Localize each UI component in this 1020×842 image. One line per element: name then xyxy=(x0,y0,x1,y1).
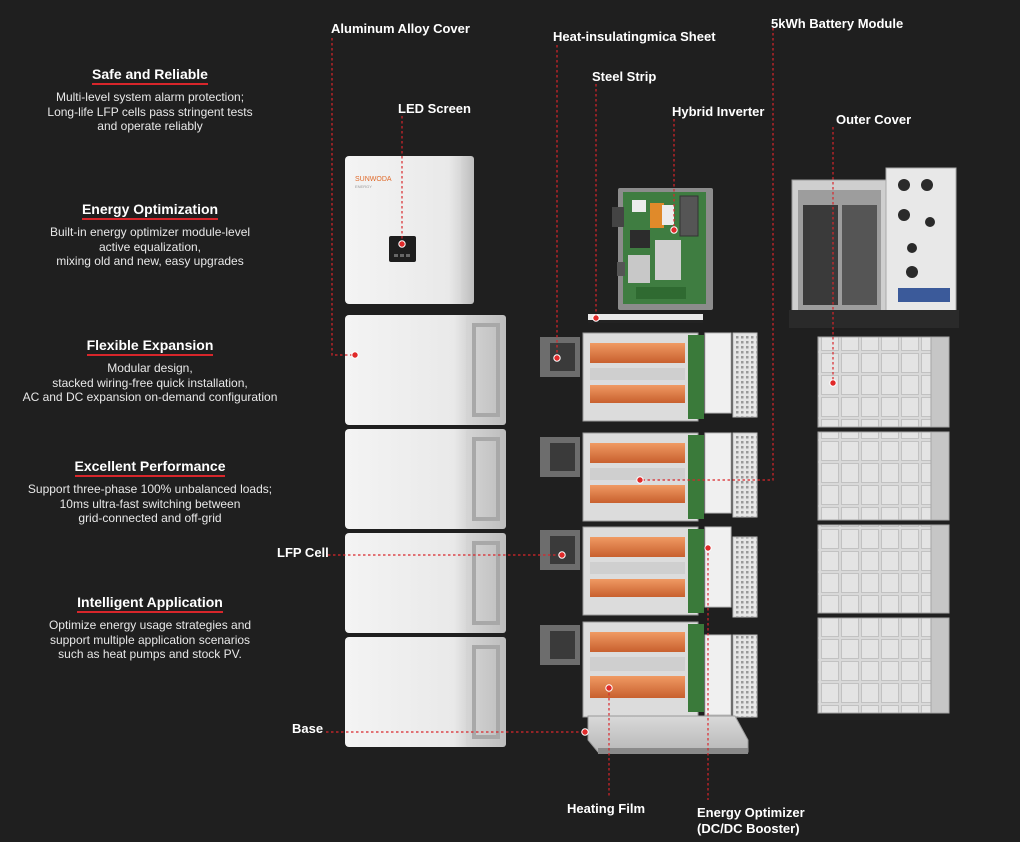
feature-title: Flexible Expansion xyxy=(86,337,214,356)
feature-text: Modular design, stacked wiring-free quic… xyxy=(22,361,278,404)
feature-text: Built-in energy optimizer module-level a… xyxy=(49,225,251,268)
label-base: Base xyxy=(292,721,324,736)
feature-title: Excellent Performance xyxy=(74,458,226,477)
feature-text: Optimize energy usage strategies and sup… xyxy=(48,618,252,661)
label-aluminum-alloy-cover: Aluminum Alloy Cover xyxy=(331,21,470,36)
feature-title: Intelligent Application xyxy=(77,594,223,613)
inverter-outer-cover xyxy=(789,167,959,328)
feature-flexible-expansion: Flexible Expansion Modular design, stack… xyxy=(0,337,300,405)
label-hybrid-inverter: Hybrid Inverter xyxy=(672,104,765,119)
leader-lines xyxy=(326,28,834,800)
label-mica-sheet: Heat-insulatingmica Sheet xyxy=(553,29,716,44)
label-outer-cover: Outer Cover xyxy=(836,112,912,127)
hybrid-inverter-board xyxy=(612,188,713,310)
label-lfp-cell: LFP Cell xyxy=(277,545,329,560)
steel-strip xyxy=(588,314,703,323)
label-heating-film: Heating Film xyxy=(567,801,646,816)
label-energy-optimizer: Energy Optimizer (DC/DC Booster) xyxy=(697,805,805,836)
feature-energy-optimization: Energy Optimization Built-in energy opti… xyxy=(0,201,300,269)
feature-title: Energy Optimization xyxy=(81,201,219,220)
base-tray xyxy=(587,715,749,754)
feature-intelligent-application: Intelligent Application Optimize energy … xyxy=(0,594,300,662)
brand-logo: SUNWODA xyxy=(355,176,392,183)
svg-text:ENERGY: ENERGY xyxy=(355,184,372,189)
battery-modules-exploded xyxy=(540,332,758,718)
feature-safe-reliable: Safe and Reliable Multi-level system ala… xyxy=(0,66,300,134)
label-led-screen: LED Screen xyxy=(398,101,471,116)
label-steel-strip: Steel Strip xyxy=(592,69,657,84)
callout-dots xyxy=(351,226,837,736)
feature-excellent-performance: Excellent Performance Support three-phas… xyxy=(0,458,300,526)
battery-stack-assembled xyxy=(345,315,506,747)
feature-text: Multi-level system alarm protection; Lon… xyxy=(47,90,253,133)
inverter-cover: SUNWODA ENERGY xyxy=(345,156,474,304)
feature-title: Safe and Reliable xyxy=(92,66,208,85)
feature-text: Support three-phase 100% unbalanced load… xyxy=(27,482,273,525)
label-battery-module: 5kWh Battery Module xyxy=(771,16,904,31)
led-screen-panel xyxy=(389,236,416,262)
outer-covers xyxy=(817,336,950,714)
